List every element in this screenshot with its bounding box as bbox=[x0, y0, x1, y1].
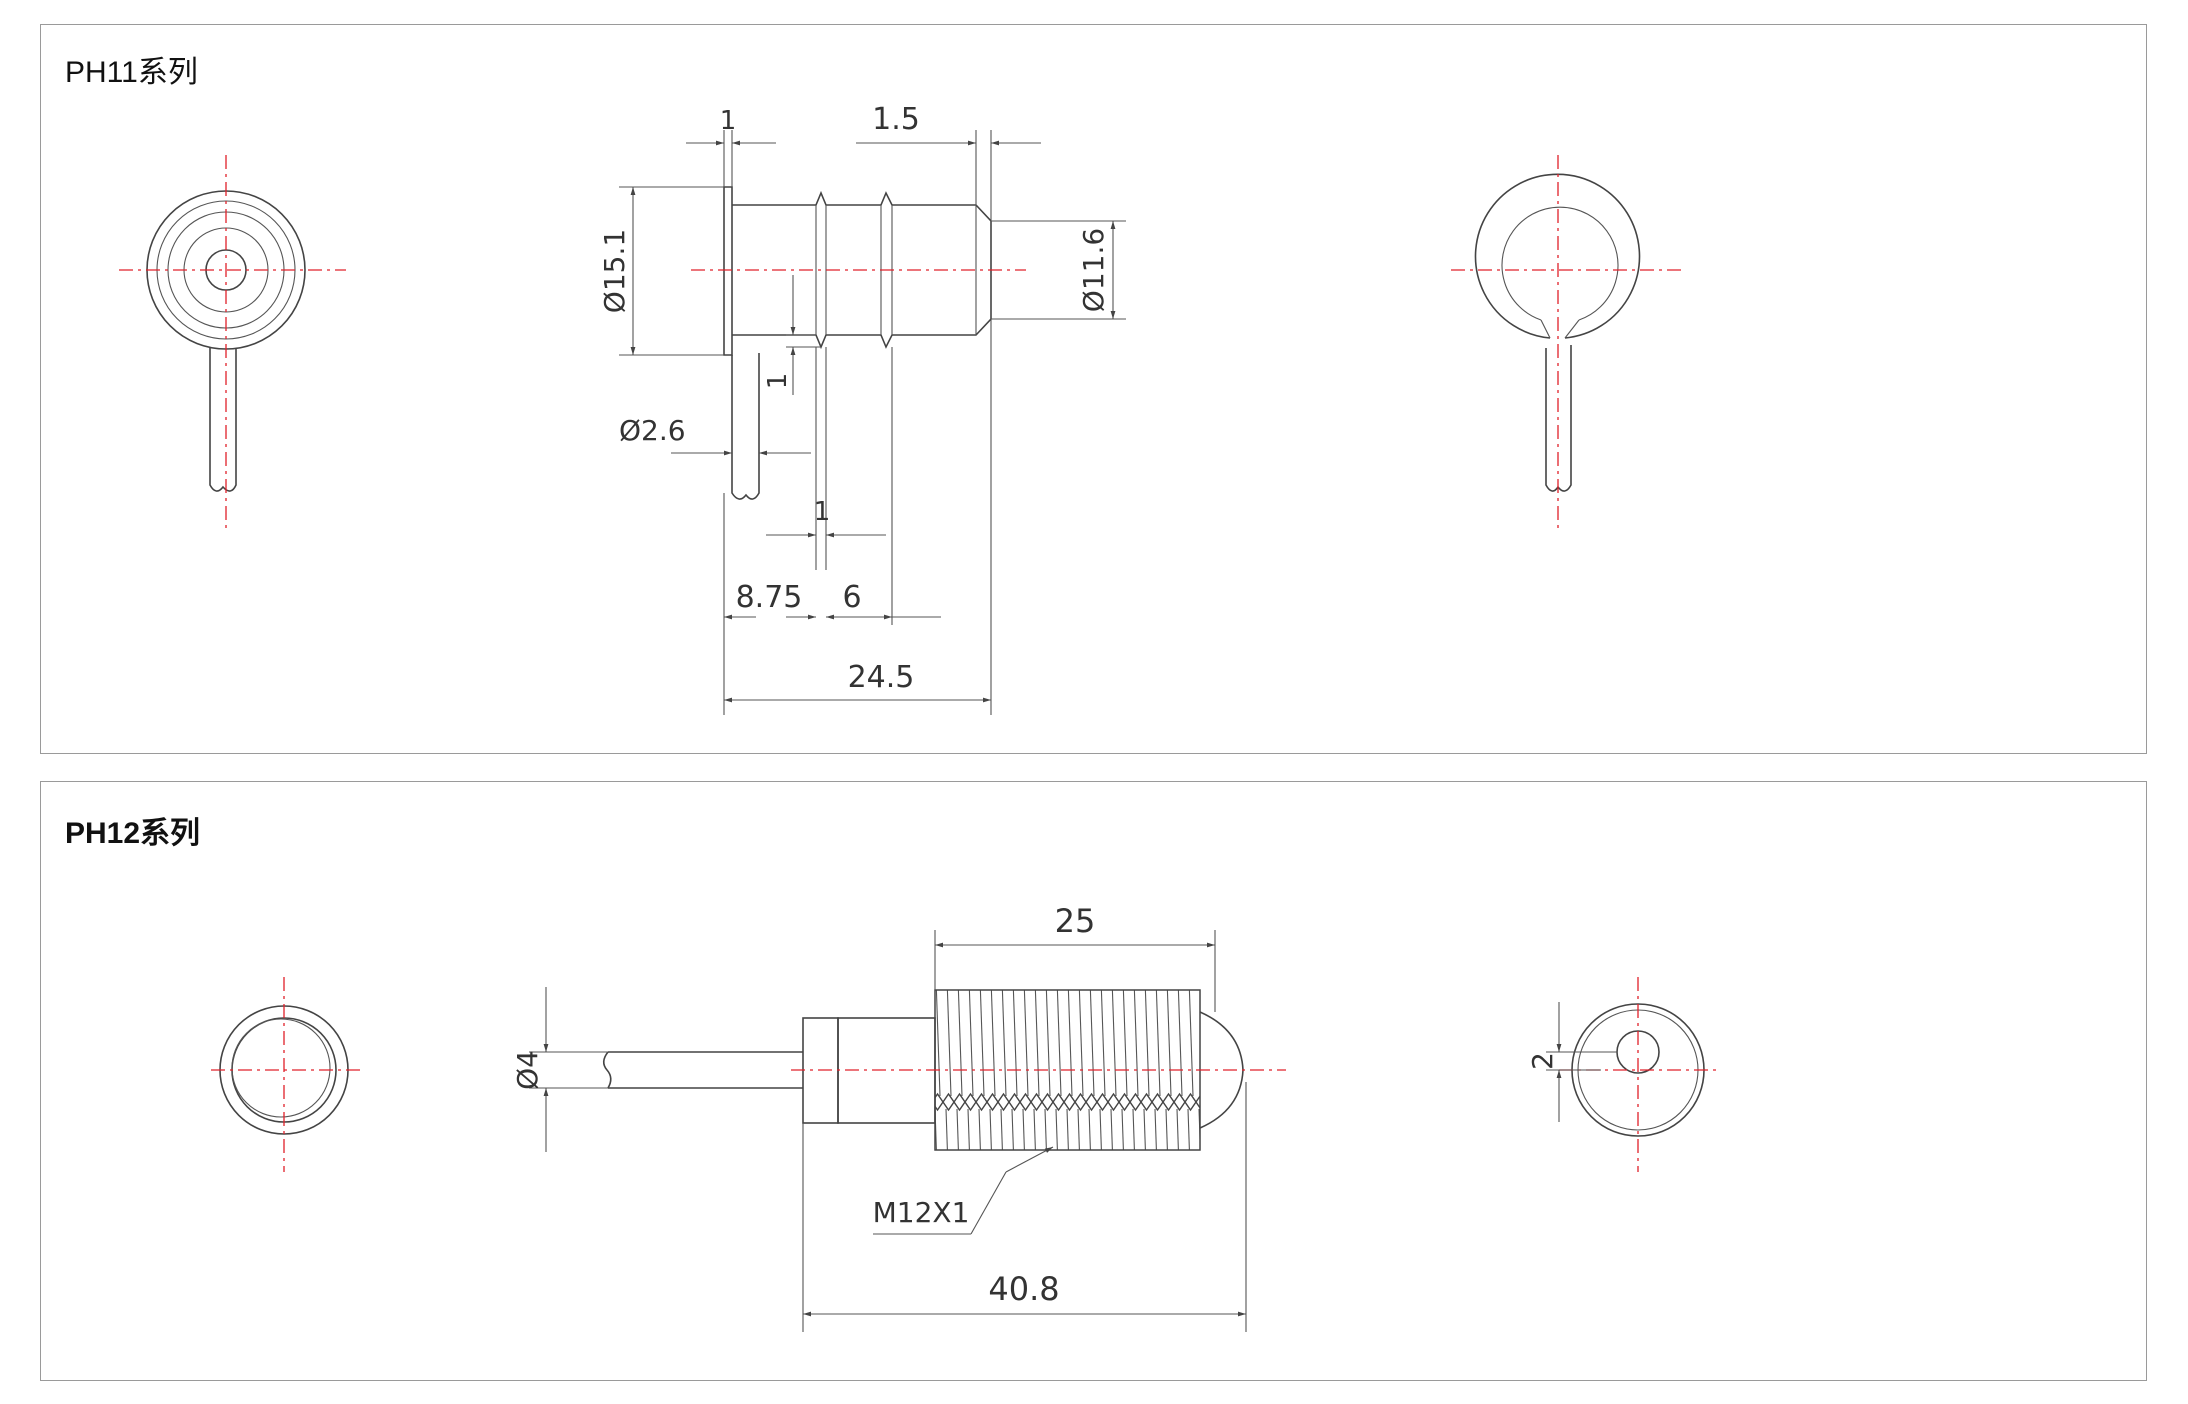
dim-thread-length: 25 bbox=[934, 902, 1216, 1012]
dim-wire-diameter: Ø2.6 bbox=[619, 414, 811, 456]
dim-label: 40.8 bbox=[988, 1270, 1059, 1308]
dim-groove-depth: 1 bbox=[763, 275, 821, 395]
dim-flange-thickness: 1 bbox=[686, 106, 776, 187]
dim-label: 1 bbox=[763, 373, 793, 390]
ph11-front-view bbox=[119, 155, 346, 533]
dim-tip-diameter: Ø11.6 bbox=[991, 220, 1126, 320]
dim-label: M12X1 bbox=[873, 1196, 970, 1229]
ph12-drawing: Ø4 25 M12X1 40.8 bbox=[211, 902, 1721, 1332]
ph11-drawing: 1 1.5 Ø15.1 Ø11.6 bbox=[119, 102, 1681, 715]
ph11-side-view bbox=[691, 186, 1026, 500]
dim-label-first-section: 8.75 bbox=[736, 580, 803, 615]
dim-overall-length: 40.8 bbox=[802, 1082, 1247, 1332]
dim-label-middle-section: 6 bbox=[842, 580, 861, 615]
ph12-side-view bbox=[602, 989, 1286, 1151]
dim-flange-diameter: Ø15.1 bbox=[598, 186, 724, 356]
ph12-rear-view bbox=[1559, 977, 1721, 1172]
dim-hole-size: 2 bbox=[1526, 1002, 1617, 1122]
dim-label: Ø4 bbox=[511, 1050, 544, 1090]
ph11-panel: PH11系列 bbox=[40, 24, 2147, 754]
dim-label: 1 bbox=[720, 106, 737, 136]
dim-label: 25 bbox=[1055, 902, 1096, 940]
ph12-panel: PH12系列 bbox=[40, 781, 2147, 1381]
dim-wire-diameter: Ø4 bbox=[511, 987, 608, 1152]
dim-groove-width: 1 bbox=[766, 347, 886, 570]
ph12-front-view bbox=[211, 977, 361, 1172]
dim-sections: 8.75 6 bbox=[723, 319, 992, 715]
dim-tip-length: 1.5 bbox=[856, 102, 1041, 221]
ph11-title: PH11系列 bbox=[65, 56, 198, 89]
dim-label: 1 bbox=[814, 497, 831, 527]
ph11-rear-view bbox=[1451, 155, 1681, 533]
dim-label: 24.5 bbox=[848, 660, 915, 695]
dim-label: Ø2.6 bbox=[619, 414, 686, 447]
dim-overall-length: 24.5 bbox=[724, 660, 991, 703]
dim-label: 1.5 bbox=[872, 102, 920, 137]
dim-label: Ø11.6 bbox=[1077, 228, 1110, 312]
dim-thread-spec: M12X1 bbox=[873, 1146, 1054, 1235]
dim-label: Ø15.1 bbox=[598, 229, 631, 313]
ph12-title: PH12系列 bbox=[65, 817, 201, 850]
dim-label: 2 bbox=[1526, 1052, 1559, 1070]
